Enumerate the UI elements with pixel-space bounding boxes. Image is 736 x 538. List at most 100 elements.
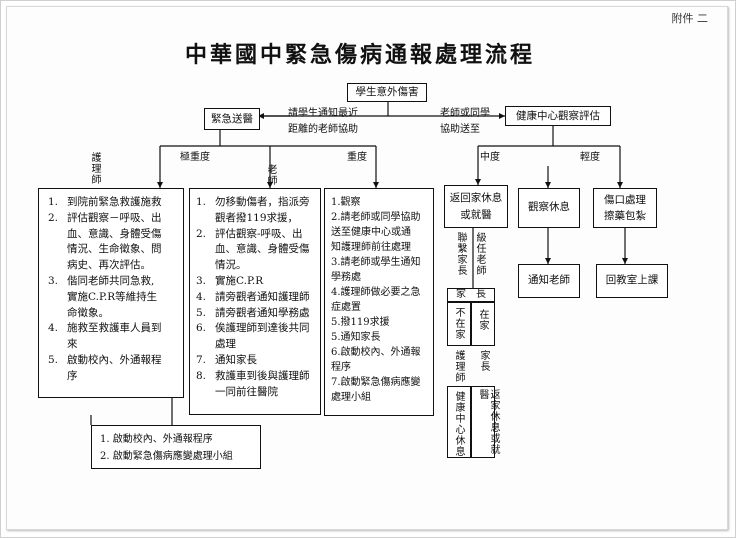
teacher-step-text: 通知家長: [215, 353, 257, 366]
teacher-step-number: 5.: [196, 306, 207, 319]
teacher-step-number: 7.: [196, 353, 207, 366]
severe-step-line: 5.撥119求援: [331, 317, 390, 328]
page-title: 中華國中緊急傷病通報處理流程: [185, 42, 536, 68]
nurse-step: 3.偕同老師共同急救,實施C.P.R等維持生命徵象。: [48, 274, 180, 321]
contact-homeroom-label: 級任老師: [474, 232, 485, 276]
nurse-step-number: 4.: [48, 322, 59, 335]
nurse-step: 1. 到院前緊急救護施救: [48, 195, 180, 211]
health-rest-label: 健康中心休息: [453, 391, 464, 457]
severe-step-line: 知護理師前往處理: [331, 242, 411, 253]
severe-step-line: 5.通知家長: [331, 332, 381, 343]
parent-box: 家 長: [447, 288, 495, 302]
start-label: 學生意外傷害: [355, 86, 419, 98]
parent-label: 家 長: [456, 289, 486, 300]
severe-step-line: 症處置: [331, 302, 361, 313]
nurse-step-text: 實施C.P.R等維持生: [67, 290, 158, 303]
teacher-step-number: 4.: [196, 290, 207, 303]
wound-care-line-2: 擦藥包紮: [604, 210, 646, 222]
role-nurse-label: 護理師: [89, 152, 100, 185]
nurse-step-number: 3.: [48, 274, 59, 287]
severe-step-line: 處理小組: [331, 392, 371, 403]
nurse-step: 5.啟動校內、外通報程序: [48, 353, 180, 385]
teacher-step-text: 勿移動傷者，指派旁: [215, 196, 310, 208]
severe-step-line: 7.啟動緊急傷病應變: [331, 377, 421, 388]
nurse-step-number: 1.: [48, 196, 59, 208]
teacher-step-text: 一同前往醫院: [215, 385, 278, 398]
teacher-step: 3.實施C.P.R: [196, 274, 320, 290]
notify-teacher-label: 通知老師: [528, 274, 570, 286]
wound-care-line-1: 傷口處理: [604, 194, 646, 206]
nurse-step-text: 命徵象。: [67, 306, 109, 319]
health-rest-box: 健康中心休息: [447, 386, 471, 458]
emergency-transport-box: 緊急送醫: [204, 108, 260, 130]
teacher-step-number: 1.: [196, 196, 207, 208]
help-line-2: 協助送至: [440, 124, 480, 135]
absent-box: 不在家: [447, 302, 471, 346]
present-label: 在家: [477, 309, 488, 331]
observe-rest-box: 觀察休息: [518, 188, 580, 228]
annex-label: 附件 二: [671, 12, 709, 25]
back-class-label: 回教室上課: [605, 274, 659, 286]
mild-label: 輕度: [580, 152, 600, 163]
teacher-step-text: 請旁觀者通知護理師: [215, 290, 310, 303]
final-steps-box: 1. 啟動校內、外通報程序 2. 啟動緊急傷病應變處理小組: [91, 425, 261, 469]
teacher-step-text: 處理: [215, 338, 236, 351]
go-home-rest-label: 返家休息或就醫: [477, 389, 499, 455]
severe-step-line: 4.護理師做必要之急: [331, 287, 421, 298]
teacher-step: 5. 請旁觀者通知學務處: [196, 306, 320, 322]
teacher-step-number: 8.: [196, 369, 207, 382]
severe-step-line: 學務處: [331, 272, 361, 283]
teacher-step-text: 評估觀察-呼吸、出: [215, 227, 303, 240]
severe-step-line: 3.請老師或學生通知: [331, 257, 421, 268]
health-center-label: 健康中心觀察評估: [516, 110, 600, 122]
nurse-small-label: 護理師: [453, 350, 464, 383]
emergency-transport-label: 緊急送醫: [211, 113, 253, 125]
severe-step-line: 2.請老師或同學協助: [331, 212, 421, 223]
notify-teacher-box: 通知老師: [518, 264, 580, 298]
teacher-step: 6. 俟護理師到達後共同處理: [196, 321, 320, 353]
nurse-steps-box: 1. 到院前緊急救護施救 2.評估觀察－呼吸、出血、意識、身體受傷情況、生命徵象、問…: [38, 188, 184, 398]
teacher-step: 7. 通知家長: [196, 353, 320, 369]
help-line-1: 老師或同學: [440, 108, 490, 119]
severity-severe-label: 重度: [347, 152, 367, 163]
severe-step-line: 6.啟動校內、外通報: [331, 347, 421, 358]
go-home-box: 返回家休息 或就醫: [444, 185, 508, 228]
nurse-step: 4. 施救至救護車人員到來: [48, 321, 180, 353]
teacher-step-text: 救護車到後與護理師: [215, 369, 310, 382]
teacher-step-text: 實施C.P.R: [215, 274, 264, 287]
teacher-step-text: 觀者撥119求援，: [215, 211, 299, 224]
teacher-step-text: 俟護理師到達後共同: [215, 322, 310, 335]
nurse-step-number: 5.: [48, 353, 59, 366]
teacher-step-number: 6.: [196, 322, 207, 335]
nurse-step-text: 施救至救護車人員到: [67, 322, 162, 335]
nurse-step-text: 病史、再次評估。: [67, 259, 151, 272]
notice-line-2: 距離的老師協助: [288, 124, 358, 135]
nurse-step: 2.評估觀察－呼吸、出血、意識、身體受傷情況、生命徵象、問病史、再次評估。: [48, 211, 180, 274]
nurse-step-number: 2.: [48, 211, 59, 224]
teacher-step-number: 2.: [196, 227, 207, 240]
wound-care-box: 傷口處理 擦藥包紮: [593, 188, 657, 228]
observe-rest-label: 觀察休息: [528, 201, 570, 213]
severe-step-line: 1.觀察: [331, 197, 361, 208]
nurse-step-text: 情況、生命徵象、問: [67, 243, 162, 256]
severity-extreme-label: 極重度: [180, 152, 210, 163]
notice-line-1: 請學生通知最近: [288, 108, 358, 119]
teacher-step: 1. 勿移動傷者，指派旁觀者撥119求援，: [196, 195, 320, 227]
nurse-step-text: 來: [67, 338, 78, 351]
nurse-step-text: 到院前緊急救護施救: [67, 196, 162, 208]
teacher-step-text: 請旁觀者通知學務處: [215, 306, 310, 319]
teacher-step: 2.評估觀察-呼吸、出血、意識、身體受傷情況。: [196, 227, 320, 274]
final-step-1: 1. 啟動校內、外通報程序: [100, 434, 213, 445]
go-home-line-2: 或就醫: [460, 209, 492, 221]
nurse-steps-list: 1. 到院前緊急救護施救 2.評估觀察－呼吸、出血、意識、身體受傷情況、生命徵象、問…: [48, 195, 180, 385]
go-home-line-1: 返回家休息: [449, 192, 503, 204]
present-box: 在家: [471, 302, 495, 346]
health-center-box: 健康中心觀察評估: [505, 106, 611, 126]
teacher-step: 8. 救護車到後與護理師一同前往醫院: [196, 369, 320, 401]
moderate-label: 中度: [480, 152, 500, 163]
nurse-step-text: 序: [67, 369, 78, 382]
teacher-step-text: 情況。: [215, 259, 247, 272]
